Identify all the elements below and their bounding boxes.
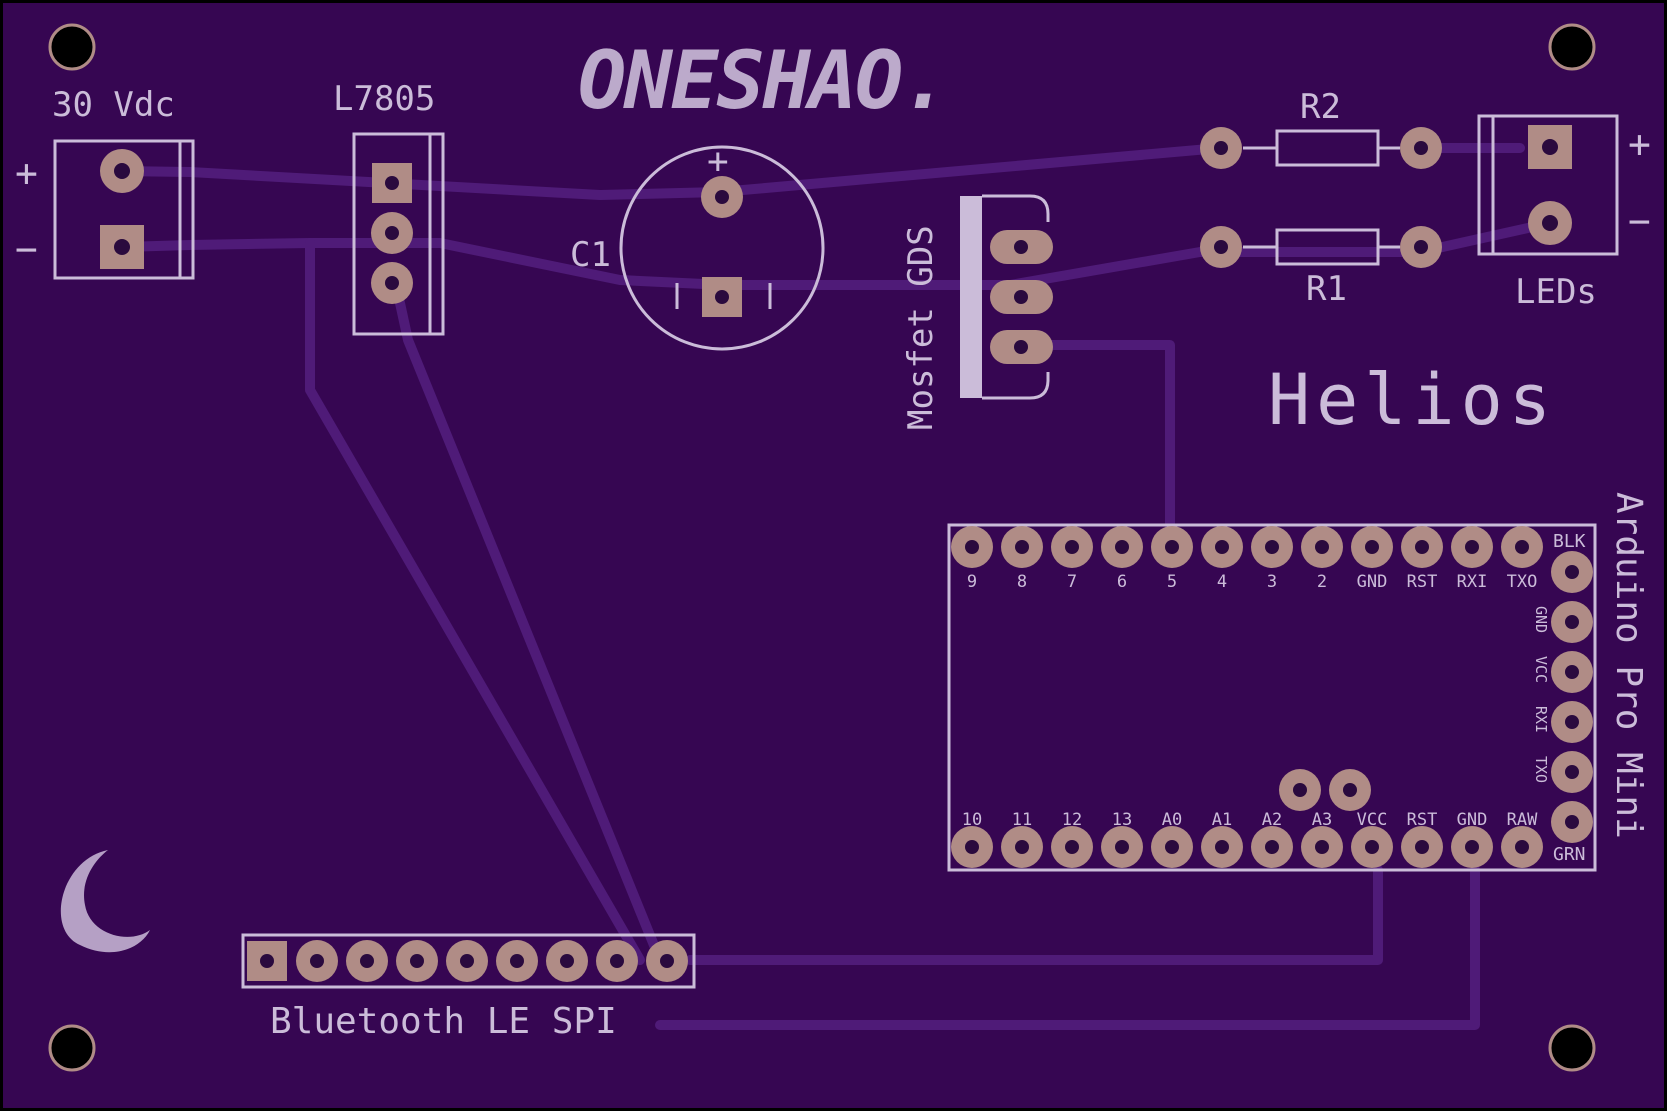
mounting-hole-icon (1548, 1024, 1596, 1072)
arduino-bottom-pin-label: A0 (1162, 810, 1182, 830)
power-connector-label: 30 Vdc (52, 85, 175, 125)
arduino-side-pin-label: GND (1532, 606, 1550, 633)
arduino-side-pin-label: TXO (1532, 756, 1550, 783)
capacitor-plus-mark: + (707, 141, 729, 182)
bluetooth-header: Bluetooth LE SPI (241, 933, 696, 1042)
arduino-label: Arduino Pro Mini (1608, 492, 1649, 839)
led-connector-label: LEDs (1515, 272, 1597, 312)
mounting-hole-icon (1548, 23, 1596, 71)
arduino-bottom-pin-label: RAW (1507, 810, 1538, 830)
capacitor-c1: C1 + (570, 141, 825, 351)
arduino-side-pin-label: RXI (1532, 706, 1550, 733)
arduino-bottom-pin-label: 12 (1062, 810, 1082, 830)
arduino-top-pin-label: 4 (1217, 572, 1227, 592)
regulator-label: L7805 (333, 79, 435, 119)
arduino-top-pin-label: 9 (967, 572, 977, 592)
arduino-top-pin-label: 8 (1017, 572, 1027, 592)
arduino-bottom-pin-label: 10 (962, 810, 982, 830)
arduino-bottom-pin-label: 13 (1112, 810, 1132, 830)
arduino-top-pin-label: 7 (1067, 572, 1077, 592)
board-title: Helios (1268, 359, 1557, 441)
arduino-bottom-pin-label: 11 (1012, 810, 1032, 830)
arduino-side-pin-label: VCC (1532, 656, 1550, 683)
arduino-top-pin-row: 9 8 7 6 5 4 3 2 GND RST RXI TXO (951, 526, 1543, 592)
mosfet-label: Mosfet GDS (901, 225, 941, 430)
led-minus-mark: − (1628, 199, 1651, 243)
logo-text: ONESHAO. (578, 34, 947, 127)
arduino-top-pin-label: TXO (1507, 572, 1538, 592)
moon-logo-icon (60, 850, 150, 953)
led-connector: + − LEDs (1477, 114, 1651, 312)
arduino-bottom-pin-label: A3 (1312, 810, 1332, 830)
resistor-r2: R2 (1200, 87, 1442, 169)
mounting-holes (48, 23, 1596, 1072)
power-plus-mark: + (15, 151, 38, 195)
arduino-corner-bottom: GRN (1553, 844, 1586, 865)
bluetooth-pin-row (247, 940, 688, 982)
arduino-bottom-pin-label: GND (1457, 810, 1488, 830)
mosfet: Mosfet GDS (901, 194, 1053, 430)
arduino-bottom-pin-label: A2 (1262, 810, 1282, 830)
voltage-regulator: L7805 (333, 79, 445, 336)
led-plus-mark: + (1628, 122, 1651, 166)
r2-label: R2 (1300, 87, 1341, 127)
arduino-top-pin-label: RST (1407, 572, 1438, 592)
bluetooth-label: Bluetooth LE SPI (270, 1001, 617, 1042)
arduino-bottom-pin-label: VCC (1357, 810, 1388, 830)
power-connector: 30 Vdc + − (15, 85, 195, 280)
arduino-bottom-pin-row: 10 11 12 13 A0 A1 A2 A3 VCC RST GND RAW (951, 810, 1543, 868)
power-minus-mark: − (15, 227, 38, 271)
arduino-top-pin-label: GND (1357, 572, 1388, 592)
capacitor-label: C1 (570, 235, 611, 275)
mounting-hole-icon (48, 23, 96, 71)
arduino-side-pin-row: GND VCC RXI TXO (1532, 551, 1593, 843)
r1-label: R1 (1306, 269, 1347, 309)
arduino-top-pin-label: 3 (1267, 572, 1277, 592)
arduino-top-pin-label: 5 (1167, 572, 1177, 592)
arduino-corner-top: BLK (1553, 531, 1586, 552)
arduino-bottom-pin-label: A1 (1212, 810, 1232, 830)
arduino-bottom-pin-label: RST (1407, 810, 1438, 830)
arduino-top-pin-label: RXI (1457, 572, 1488, 592)
mounting-hole-icon (48, 1024, 96, 1072)
arduino-top-pin-label: 2 (1317, 572, 1327, 592)
resistor-r1: R1 (1200, 226, 1442, 309)
arduino-top-pin-label: 6 (1117, 572, 1127, 592)
